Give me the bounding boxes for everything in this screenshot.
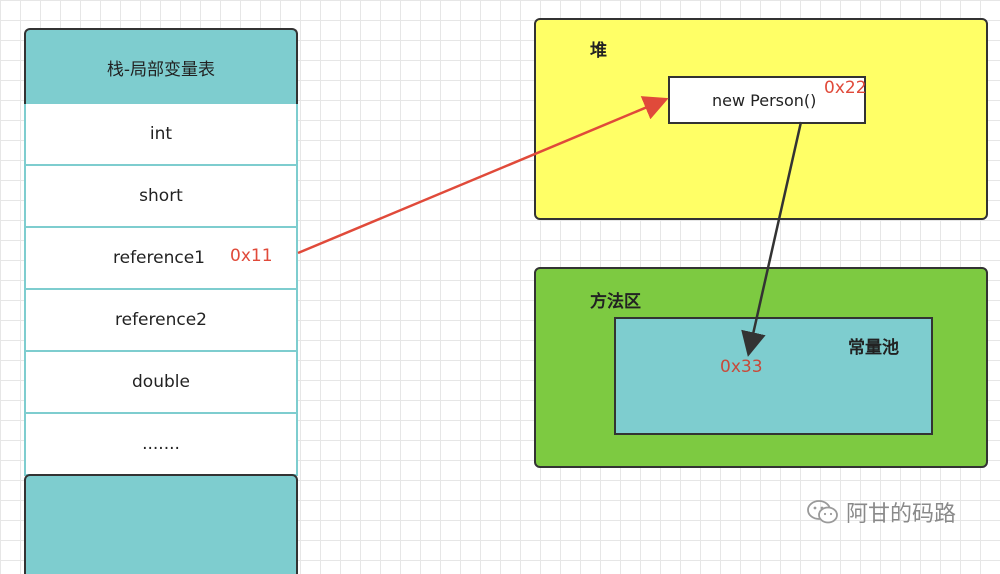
constant-pool-box: 常量池 0x33 — [614, 317, 933, 435]
stack-row-label: ....... — [142, 434, 180, 454]
stack-row-reference1: reference1 0x11 — [24, 228, 298, 290]
constant-pool-address: 0x33 — [720, 357, 763, 377]
person-to-constant-pool-arrow — [741, 121, 803, 357]
stack-header: 栈-局部变量表 — [24, 28, 298, 104]
stack-row-label: reference2 — [115, 310, 207, 330]
heap-region: 堆 new Person() 0x22 — [534, 18, 988, 220]
constant-pool-title: 常量池 — [848, 338, 899, 358]
reference1-address: 0x11 — [230, 246, 273, 266]
person-object-label: new Person() — [712, 90, 817, 110]
person-object-address: 0x22 — [824, 78, 867, 98]
stack-row-label: short — [139, 186, 183, 206]
pointer-arrows — [297, 96, 803, 357]
heap-title: 堆 — [590, 41, 607, 61]
stack-local-variable-table: 栈-局部变量表 int short reference1 0x11 refere… — [24, 28, 298, 574]
method-area-title: 方法区 — [590, 292, 641, 312]
stack-row-label: double — [132, 372, 190, 392]
stack-row-label: reference1 — [113, 248, 205, 268]
person-object-box: new Person() 0x22 — [668, 76, 867, 124]
stack-row-double: double — [24, 352, 298, 414]
wechat-icon — [807, 500, 838, 524]
reference1-to-person-arrow — [297, 96, 669, 255]
stack-row-label: int — [149, 124, 173, 144]
stack-row-short: short — [24, 166, 298, 228]
stack-row-reference2: reference2 — [24, 290, 298, 352]
stack-row-int: int — [24, 104, 298, 166]
watermark: 阿甘的码路 — [806, 495, 956, 529]
watermark-text: 阿甘的码路 — [846, 502, 957, 527]
stack-title: 栈-局部变量表 — [106, 59, 216, 80]
